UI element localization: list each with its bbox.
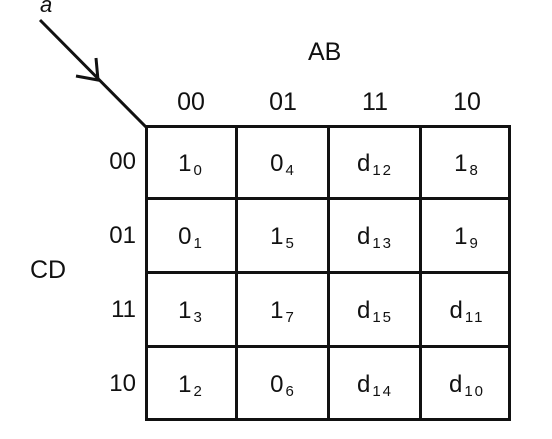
cell-minterm-index: 14 [372, 382, 394, 400]
row-variable-label: CD [30, 256, 67, 284]
cell-value: d [356, 150, 371, 177]
cell-minterm-index: 0 [193, 161, 204, 179]
cell-value: d [356, 371, 371, 398]
grid-divider [145, 271, 511, 274]
cell-minterm-index: 3 [193, 308, 204, 326]
cell-value: 1 [454, 150, 468, 177]
cell-minterm-index: 10 [464, 382, 486, 400]
cell-value: 1 [178, 371, 192, 398]
cell-value: d [449, 297, 463, 324]
row-header: 00 [109, 148, 136, 175]
grid-divider [145, 345, 511, 348]
cell-minterm-index: 9 [469, 234, 480, 252]
corner-variable-label: a [40, 0, 53, 17]
cell-value: 1 [270, 223, 284, 250]
cell-value: d [448, 371, 463, 398]
cell-value: d [356, 223, 371, 250]
cell-value: 0 [270, 150, 284, 177]
cell-minterm-index: 11 [464, 308, 485, 326]
cell-value: 1 [178, 150, 192, 177]
cell-minterm-index: 8 [469, 161, 480, 179]
row-header: 10 [109, 370, 136, 397]
row-header: 01 [109, 222, 136, 249]
cell-minterm-index: 12 [372, 161, 394, 179]
cell-minterm-index: 7 [285, 308, 296, 326]
cell-minterm-index: 13 [372, 234, 394, 252]
column-header: 10 [453, 88, 481, 116]
cell-value: d [356, 297, 371, 324]
cell-value: 1 [270, 297, 284, 324]
cell-value: 0 [178, 223, 192, 250]
cell-minterm-index: 5 [285, 234, 296, 252]
row-header: 11 [111, 296, 136, 323]
cell-minterm-index: 2 [193, 382, 204, 400]
cell-minterm-index: 1 [193, 234, 204, 252]
grid-divider [145, 197, 511, 200]
column-header: 01 [269, 88, 297, 116]
cell-minterm-index: 6 [285, 382, 296, 400]
cell-value: 1 [178, 297, 192, 324]
cell-minterm-index: 15 [372, 308, 394, 326]
column-header: 00 [177, 88, 205, 116]
cell-minterm-index: 4 [285, 161, 296, 179]
column-header: 11 [362, 88, 388, 116]
cell-value: 1 [454, 223, 468, 250]
cell-value: 0 [270, 371, 284, 398]
column-variable-label: AB [308, 38, 342, 66]
